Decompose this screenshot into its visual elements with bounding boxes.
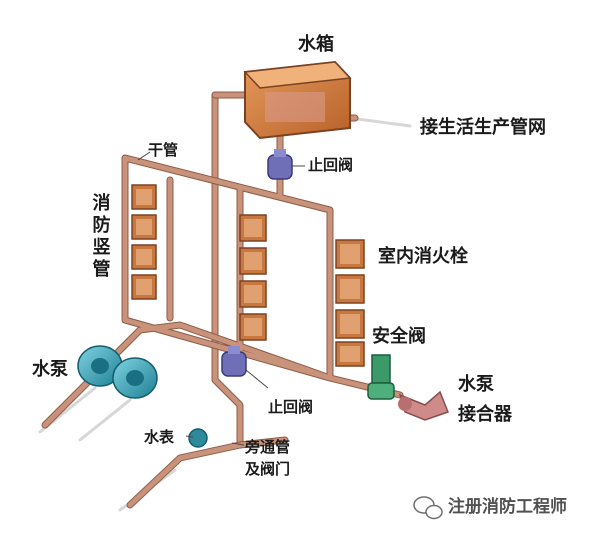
- label-check-valve-top: 止回阀: [308, 156, 353, 174]
- water-meter: [188, 428, 208, 448]
- label-indoor-hydrant: 室内消火栓: [378, 245, 468, 267]
- watermark: 注册消防工程师: [413, 496, 567, 520]
- label-pump: 水泵: [32, 358, 68, 380]
- label-city-supply: 接生活生产管网: [420, 116, 546, 138]
- fire-pumps: [77, 345, 158, 399]
- cabinet-middle-column: [239, 214, 267, 341]
- water-tank: [243, 60, 352, 140]
- label-water-meter: 水表: [144, 428, 175, 446]
- label-pump-connector-1: 水泵: [458, 373, 494, 395]
- label-riser-text: 消防竖管: [90, 192, 111, 281]
- cabinet-left-column: [131, 184, 157, 300]
- label-main-pipe: 干管: [148, 141, 178, 159]
- wechat-icon: [413, 496, 443, 520]
- label-water-tank: 水箱: [298, 33, 334, 55]
- leader-lines: [137, 151, 305, 446]
- check-valve-top: [267, 149, 293, 180]
- label-safety-valve: 安全阀: [372, 325, 426, 347]
- label-riser: 消防竖管: [90, 192, 111, 281]
- watermark-text: 注册消防工程师: [448, 496, 567, 517]
- check-valve-bottom: [221, 346, 247, 377]
- label-pump-connector-2: 接合器: [458, 403, 513, 425]
- safety-valve: [367, 354, 395, 400]
- label-bypass-1: 旁通管: [244, 438, 290, 456]
- hydrant-cabinets: [131, 184, 365, 367]
- label-check-valve-bottom: 止回阀: [268, 398, 313, 416]
- label-bypass-2: 及阀门: [245, 460, 290, 478]
- pump-connector: [398, 390, 449, 421]
- cabinet-right-column: [335, 239, 365, 367]
